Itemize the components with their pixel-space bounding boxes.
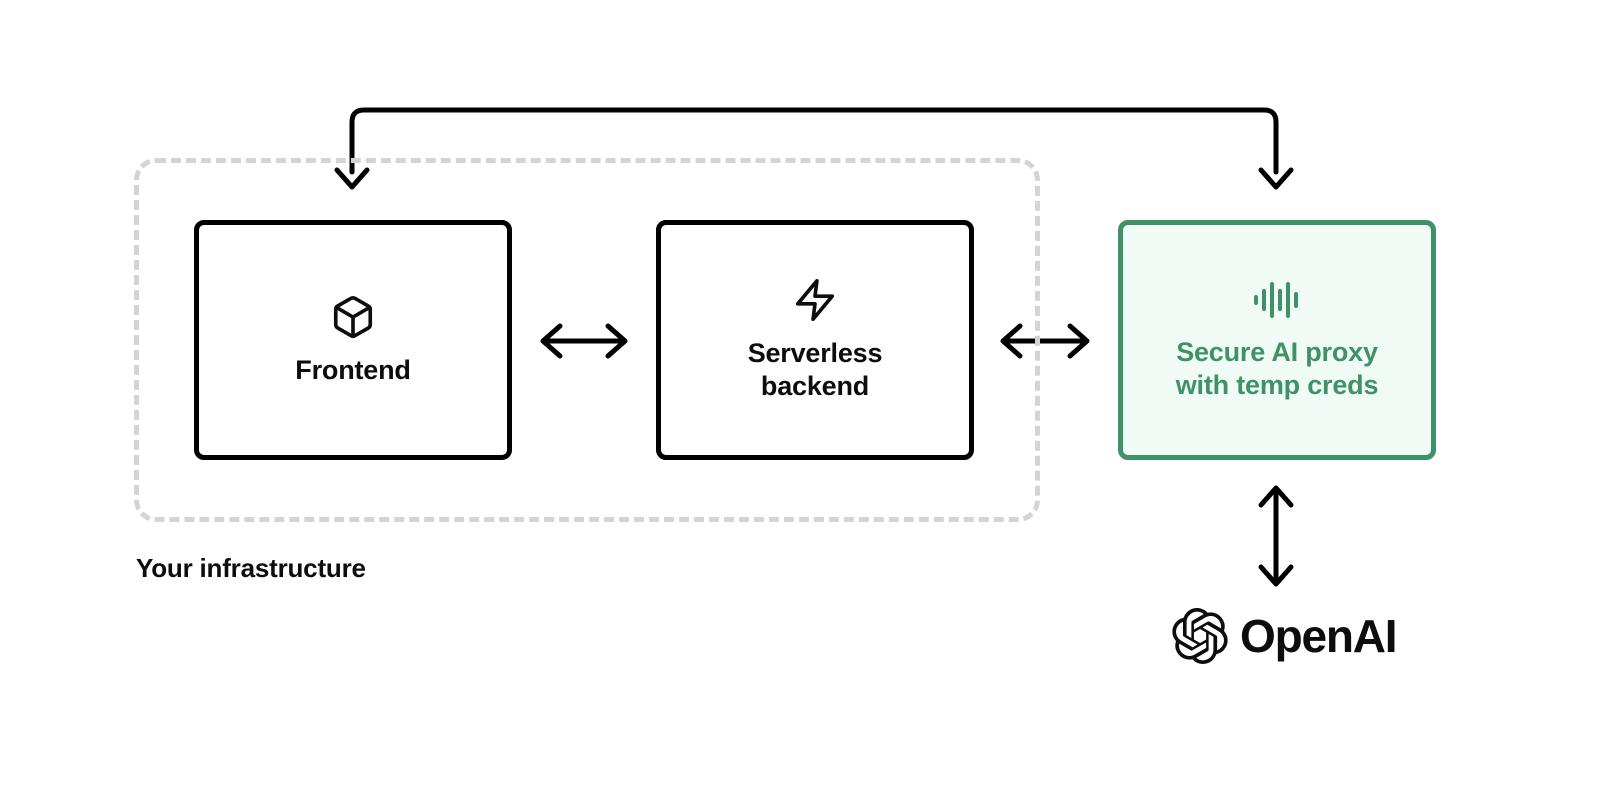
- node-frontend[interactable]: Frontend: [194, 220, 512, 460]
- node-secure-ai-proxy[interactable]: Secure AI proxy with temp creds: [1118, 220, 1436, 460]
- lightning-bolt-icon: [792, 277, 838, 323]
- cube-icon: [330, 294, 376, 340]
- infrastructure-group-label: Your infrastructure: [136, 553, 366, 583]
- audio-waveform-icon: [1251, 278, 1303, 322]
- node-secure-ai-proxy-label: Secure AI proxy with temp creds: [1175, 337, 1379, 400]
- node-serverless-backend-label: Serverless backend: [747, 338, 883, 401]
- node-serverless-backend[interactable]: Serverless backend: [656, 220, 974, 460]
- openai-wordmark: OpenAI: [1240, 610, 1398, 662]
- node-frontend-label: Frontend: [295, 354, 411, 385]
- infrastructure-group-boundary: [134, 158, 1040, 522]
- openai-blossom-icon: [1172, 608, 1228, 665]
- connector-proxy-openai: [1258, 485, 1294, 587]
- openai-logo: OpenAI: [1172, 608, 1398, 665]
